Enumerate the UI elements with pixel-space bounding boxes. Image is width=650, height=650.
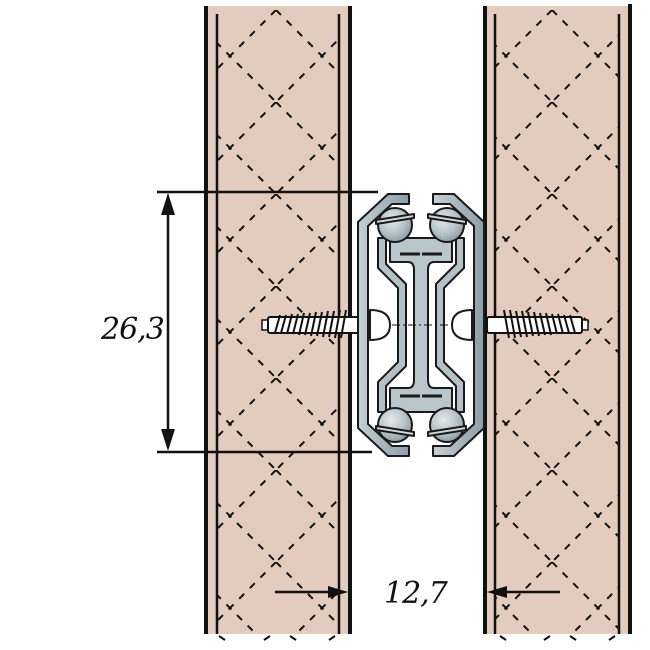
gap-dimension-label: 12,7 — [384, 576, 449, 611]
gap-dimension — [275, 586, 560, 598]
arrow-left-icon — [487, 586, 507, 598]
height-dimension — [157, 190, 378, 454]
arrow-down-icon — [161, 429, 175, 451]
left-mounting-screw — [261, 309, 364, 339]
height-dimension-label: 26,3 — [100, 312, 164, 347]
ball-bearing-slide — [357, 193, 485, 457]
right-mounting-screw — [486, 309, 589, 339]
arrow-right-icon — [328, 586, 348, 598]
arrow-up-icon — [161, 193, 175, 215]
